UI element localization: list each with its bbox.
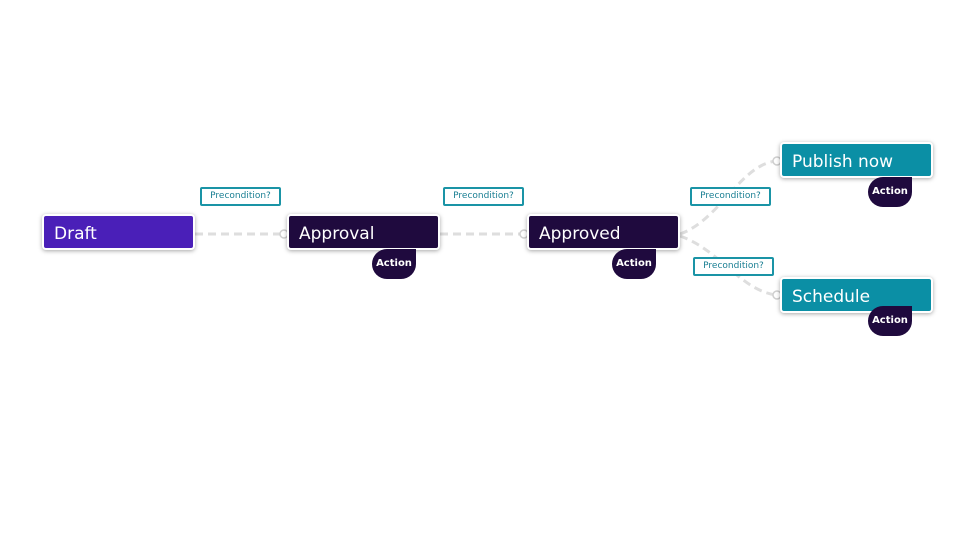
action-badge-publish-now[interactable]: Action: [868, 177, 912, 207]
state-publish-now[interactable]: Publish now: [780, 142, 933, 178]
state-approved[interactable]: Approved: [527, 214, 680, 250]
precondition-draft-approval[interactable]: Precondition?: [200, 187, 281, 206]
action-badge-approval[interactable]: Action: [372, 249, 416, 279]
precondition-approval-approved[interactable]: Precondition?: [443, 187, 524, 206]
connector-approved-publish: [679, 159, 777, 236]
precondition-approved-publish[interactable]: Precondition?: [690, 187, 771, 206]
action-badge-schedule[interactable]: Action: [868, 306, 912, 336]
precondition-approved-schedule[interactable]: Precondition?: [693, 257, 774, 276]
action-badge-approved[interactable]: Action: [612, 249, 656, 279]
state-draft[interactable]: Draft: [42, 214, 195, 250]
state-approval[interactable]: Approval: [287, 214, 440, 250]
